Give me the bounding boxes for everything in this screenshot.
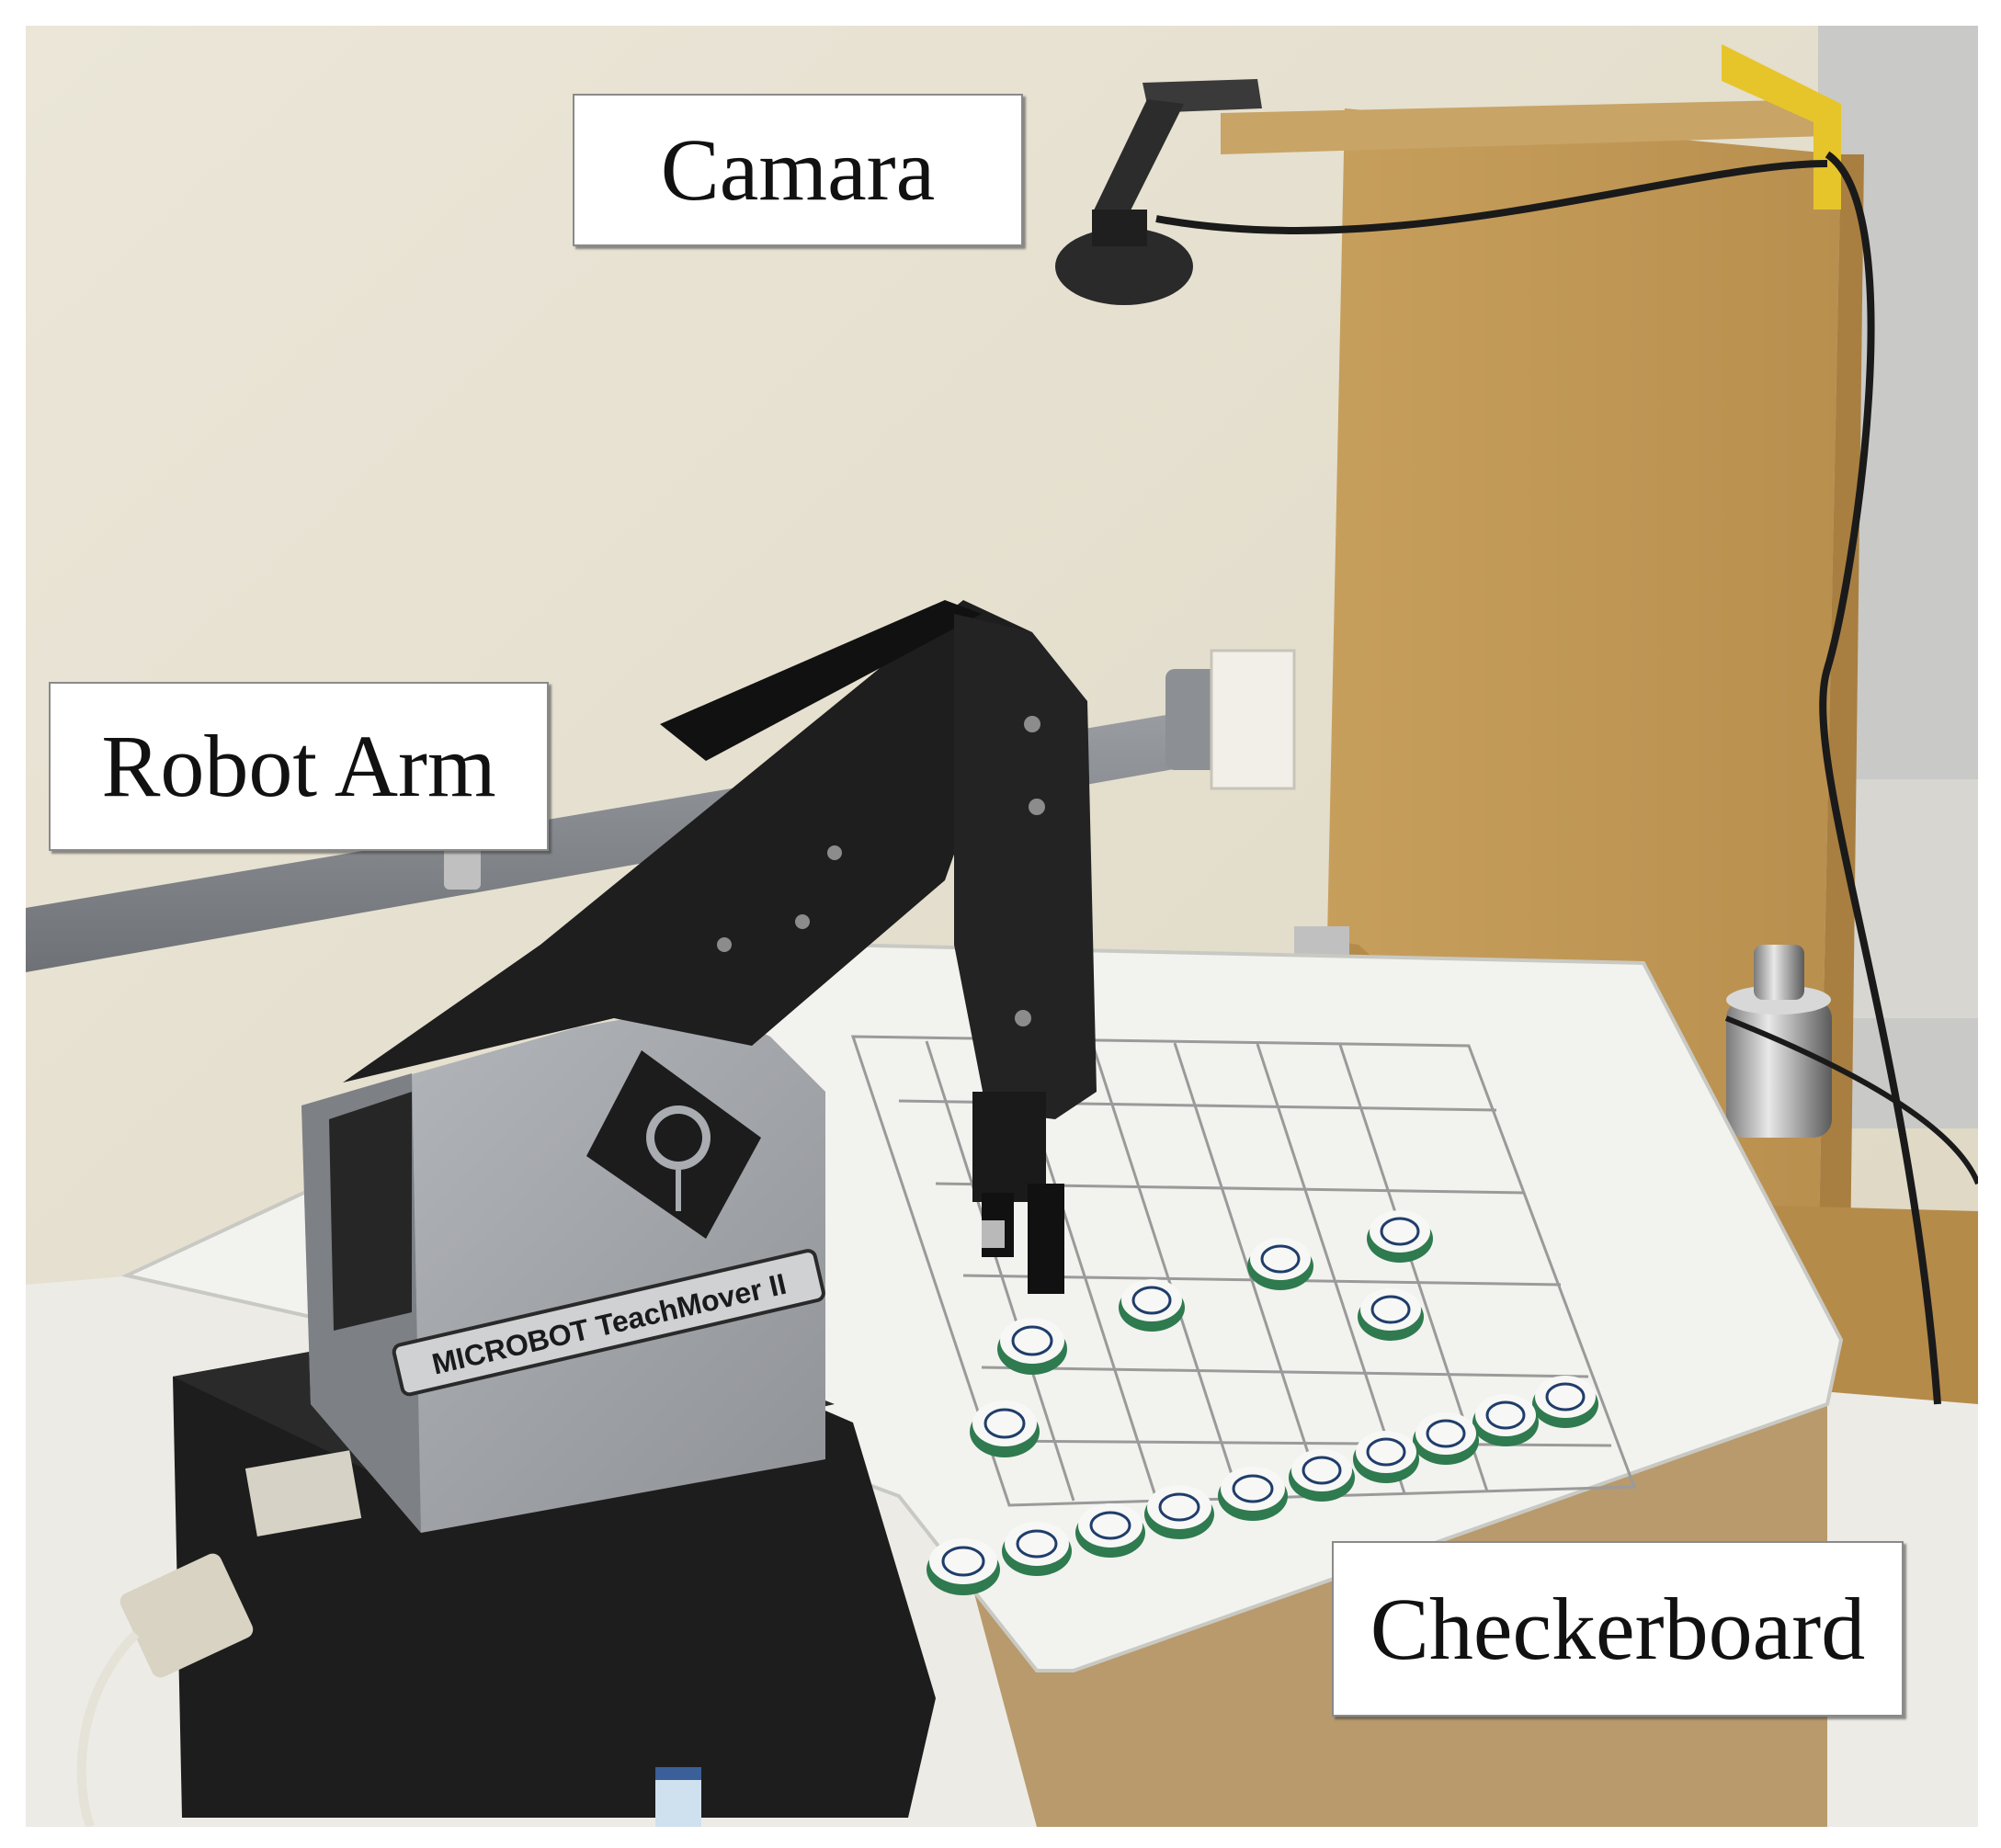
chess-piece — [1075, 1503, 1145, 1558]
chess-piece — [1289, 1449, 1355, 1502]
chess-piece — [997, 1318, 1067, 1375]
chess-piece — [1472, 1394, 1539, 1446]
chess-pieces — [927, 1210, 1598, 1595]
webcam — [1055, 79, 1262, 305]
chess-piece — [1247, 1238, 1313, 1290]
chess-piece — [1358, 1288, 1424, 1341]
chess-piece — [970, 1400, 1040, 1457]
robot-base-plate — [244, 1450, 362, 1537]
microbot-logo-icon — [586, 1050, 761, 1239]
calibration-weight — [1726, 1000, 1832, 1138]
chess-piece — [1002, 1522, 1072, 1576]
chess-piece — [1532, 1376, 1598, 1428]
photo-scene: MICROBOT TeachMover II — [26, 26, 1978, 1827]
chess-piece — [1144, 1485, 1214, 1539]
chess-piece — [1367, 1210, 1433, 1263]
robot-arm-upper — [343, 600, 1032, 1083]
robot-arm-forearm — [954, 614, 1097, 1119]
camera-arm-board — [1221, 99, 1827, 154]
robot-arm-label: Robot Arm — [49, 682, 549, 851]
chess-piece — [1413, 1412, 1479, 1465]
checkerboard-label: Checkerboard — [1332, 1541, 1904, 1717]
scene-illustration: MICROBOT TeachMover II — [26, 26, 1978, 1827]
chess-piece — [1119, 1279, 1185, 1332]
robot-gripper — [972, 1092, 1064, 1294]
chess-piece — [927, 1538, 1000, 1595]
camera-label: Camara — [573, 94, 1023, 246]
chess-piece — [1353, 1431, 1419, 1483]
chess-piece — [1218, 1467, 1288, 1521]
